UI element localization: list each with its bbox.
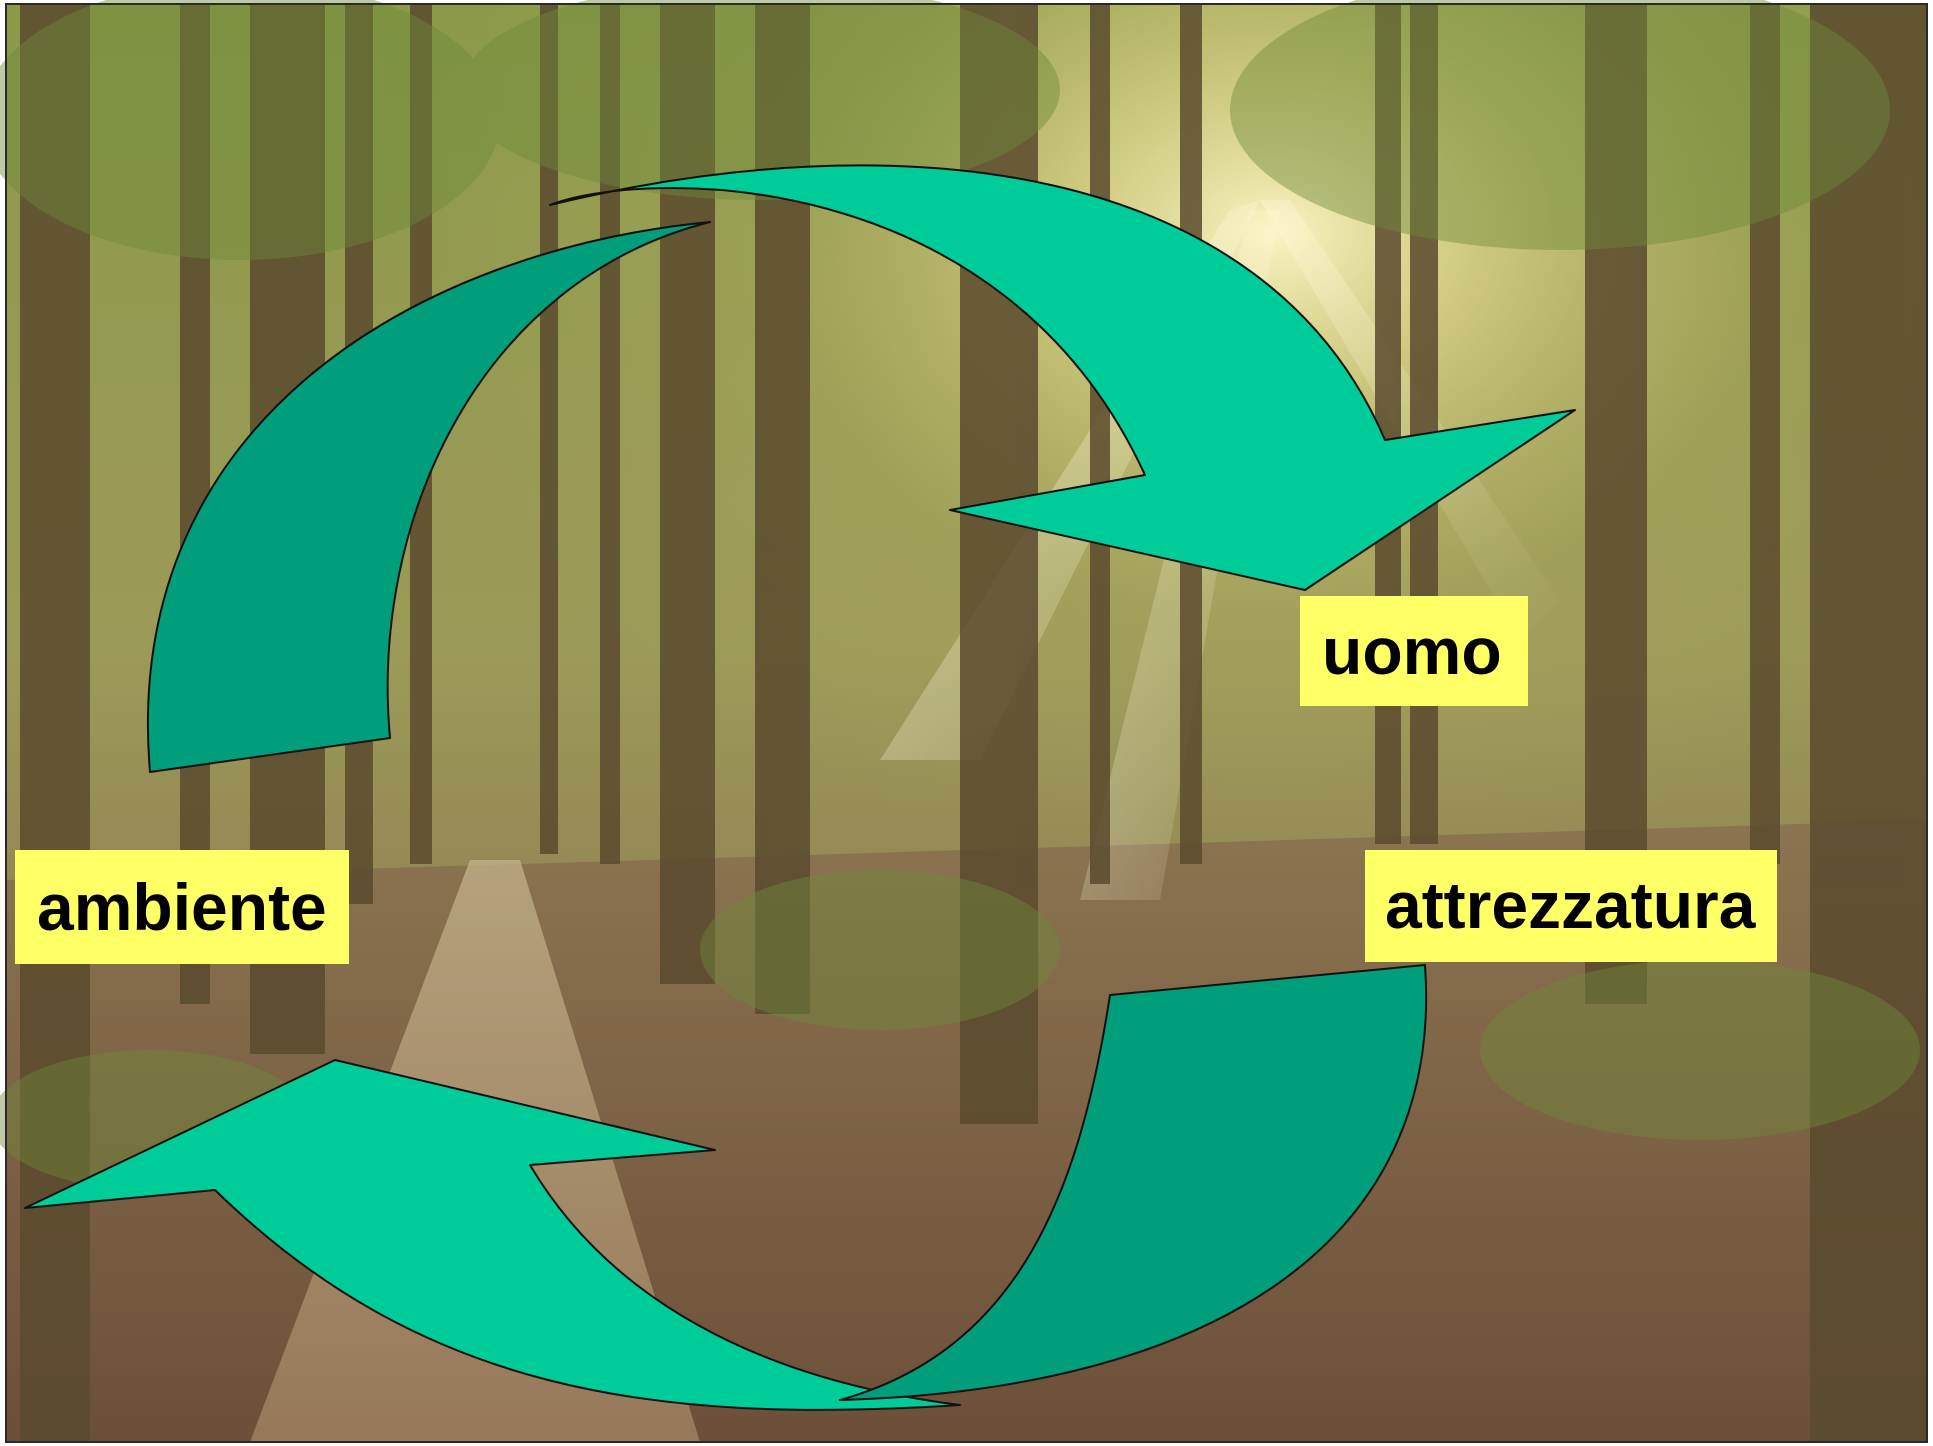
label-attrezzatura: attrezzatura <box>1365 850 1778 962</box>
arrow-top-dark-tail <box>147 221 711 773</box>
arrow-attrezzatura-to-ambiente <box>24 964 1428 1411</box>
label-uomo: uomo <box>1300 596 1528 706</box>
arrow-ambiente-to-uomo <box>147 164 1576 773</box>
arrow-bottom-light-body <box>24 1059 961 1411</box>
label-ambiente: ambiente <box>15 850 349 964</box>
arrow-top-light-body <box>549 164 1576 591</box>
arrow-bottom-dark-tail <box>839 964 1428 1401</box>
